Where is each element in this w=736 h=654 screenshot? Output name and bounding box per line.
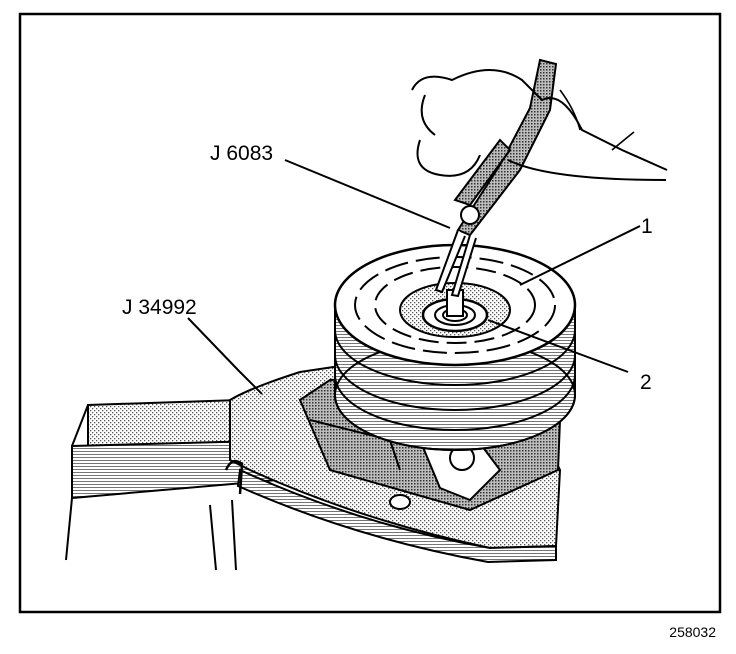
callout-j34992: J 34992 <box>122 296 197 319</box>
figure-frame <box>18 12 722 614</box>
figure-number: 258032 <box>669 624 716 640</box>
leader-item-2 <box>487 319 629 373</box>
leader-lines <box>187 159 641 395</box>
hand <box>411 69 668 181</box>
snap-ring-pliers <box>434 58 558 298</box>
leader-j34992 <box>187 317 263 395</box>
callout-item-2: 2 <box>640 371 652 394</box>
leader-j6083 <box>284 159 451 229</box>
leader-item-1 <box>519 225 641 286</box>
clutch-assembly <box>333 243 577 451</box>
callout-item-1: 1 <box>641 215 653 238</box>
callout-j6083: J 6083 <box>210 142 273 165</box>
